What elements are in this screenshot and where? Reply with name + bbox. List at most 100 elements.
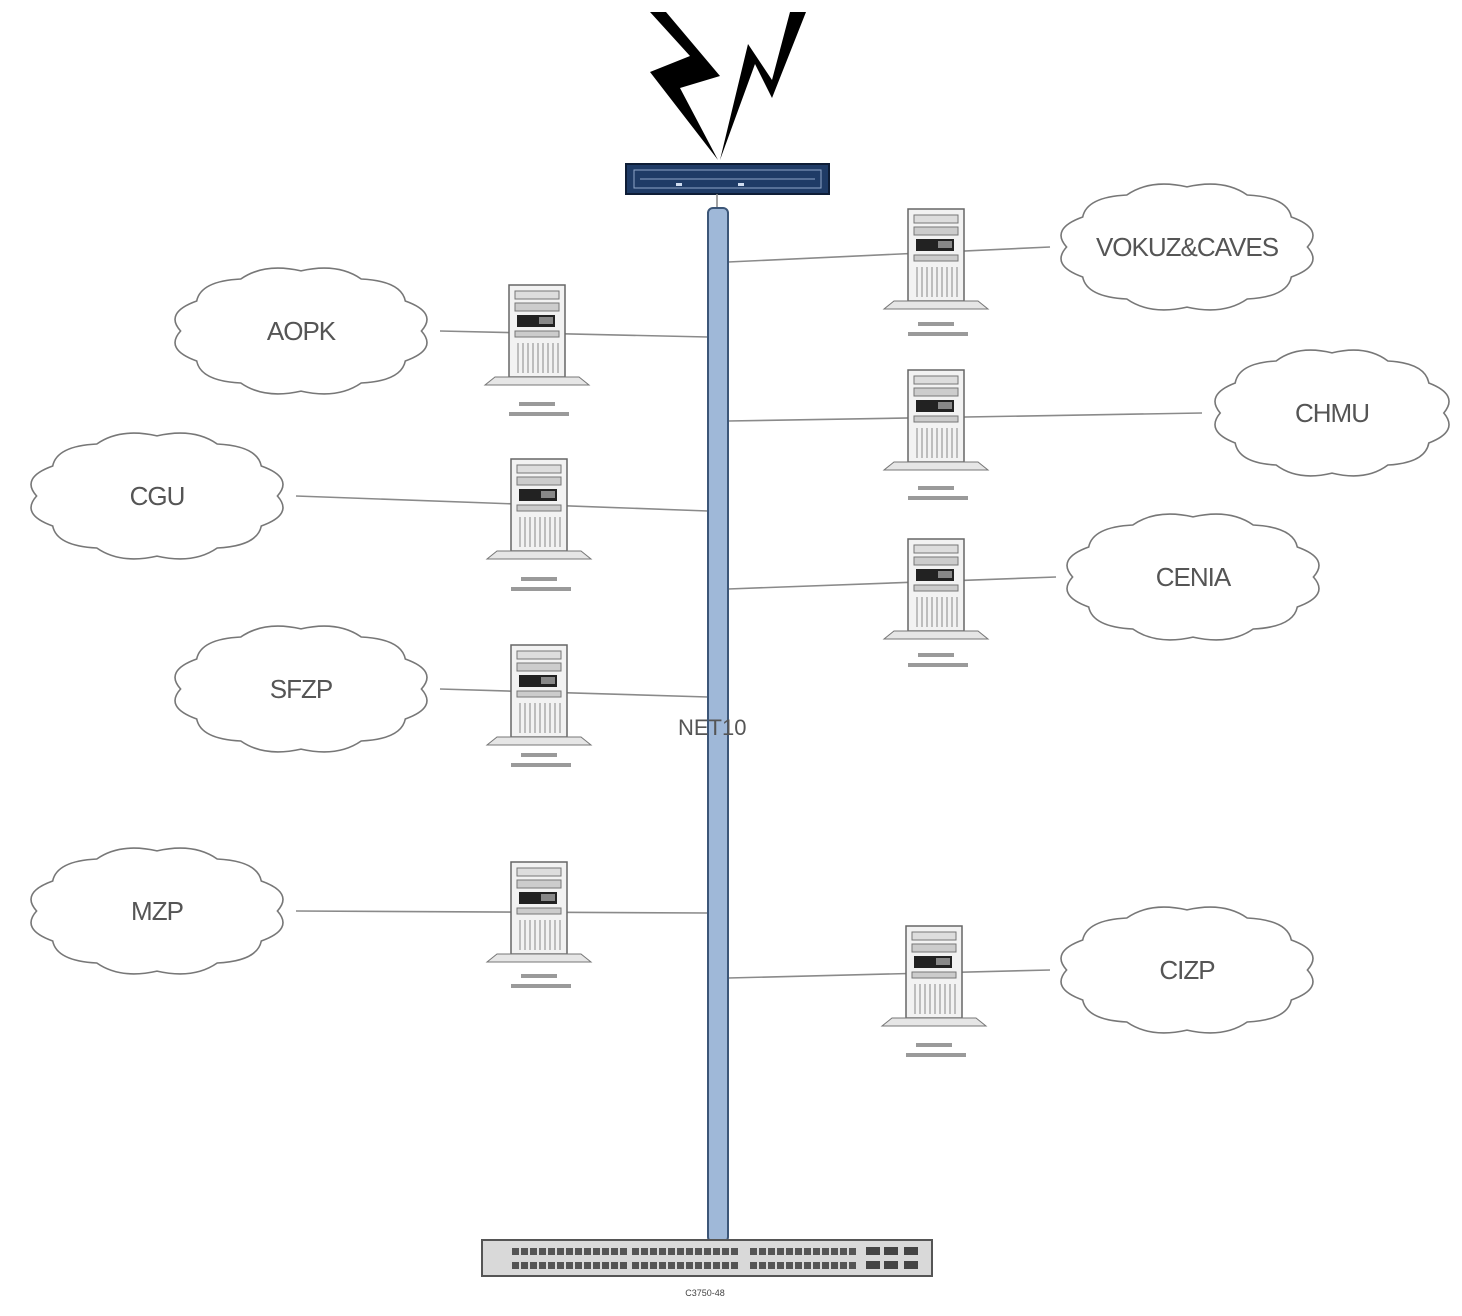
- switch-label: C3750-48: [685, 1288, 725, 1298]
- switch-port: [539, 1248, 546, 1255]
- switch-port: [677, 1248, 684, 1255]
- cloud-mzp: MZP: [30, 847, 284, 975]
- cloud-label: VOKUZ&CAVES: [1096, 232, 1279, 262]
- switch-port: [677, 1262, 684, 1269]
- switch-port: [659, 1262, 666, 1269]
- switch-port: [686, 1262, 693, 1269]
- cloud-chmu: CHMU: [1214, 349, 1450, 477]
- cloud-label: CENIA: [1156, 562, 1232, 592]
- switch-port: [539, 1262, 546, 1269]
- server-icon: [486, 458, 592, 560]
- switch-port: [593, 1248, 600, 1255]
- cloud-label: AOPK: [267, 316, 337, 346]
- switch-port: [759, 1262, 766, 1269]
- lightning-icon: [720, 12, 806, 160]
- cloud-vokuz: VOKUZ&CAVES: [1060, 183, 1314, 311]
- cloud-cgu: CGU: [30, 432, 284, 560]
- switch-port: [575, 1262, 582, 1269]
- switch-port: [777, 1248, 784, 1255]
- switch-port: [831, 1262, 838, 1269]
- server-label: [511, 577, 571, 591]
- switch-port: [620, 1262, 627, 1269]
- switch-port: [804, 1248, 811, 1255]
- switch-port: [602, 1248, 609, 1255]
- switch-port: [557, 1248, 564, 1255]
- switch-port: [759, 1248, 766, 1255]
- cloud-shape: [30, 432, 284, 560]
- switch-port: [521, 1248, 528, 1255]
- switch-port: [786, 1248, 793, 1255]
- switch-port: [822, 1262, 829, 1269]
- cloud-shape: [1214, 349, 1450, 477]
- switch-port: [777, 1262, 784, 1269]
- cloud-aopk: AOPK: [174, 267, 428, 395]
- server-icon: [486, 644, 592, 746]
- bus-label: NET10: [678, 715, 746, 740]
- switch-port: [512, 1262, 519, 1269]
- switch-port: [593, 1262, 600, 1269]
- switch-port: [849, 1262, 856, 1269]
- cloud-label: MZP: [131, 896, 183, 926]
- server-label: [908, 322, 968, 336]
- cloud-shape: [174, 267, 428, 395]
- switch-port: [768, 1248, 775, 1255]
- server-icon: [881, 925, 987, 1027]
- switch-port: [512, 1248, 519, 1255]
- router-icon: [625, 163, 830, 195]
- cloud-sfzp: SFZP: [174, 625, 428, 753]
- switch-port: [722, 1248, 729, 1255]
- cloud-shape: [30, 847, 284, 975]
- server-label: [908, 486, 968, 500]
- switch-port: [750, 1248, 757, 1255]
- server-label: [906, 1043, 966, 1057]
- switch-port: [557, 1262, 564, 1269]
- switch-port: [620, 1248, 627, 1255]
- switch-port: [813, 1248, 820, 1255]
- switch-port: [530, 1262, 537, 1269]
- switch-port: [804, 1262, 811, 1269]
- switch-port: [641, 1248, 648, 1255]
- switch-port: [722, 1262, 729, 1269]
- server-label: [908, 653, 968, 667]
- switch-port: [611, 1262, 618, 1269]
- switch-port: [668, 1262, 675, 1269]
- server-icon: [883, 208, 989, 310]
- cloud-label: CHMU: [1295, 398, 1369, 428]
- switch-port: [822, 1248, 829, 1255]
- switch-port: [750, 1262, 757, 1269]
- switch-port: [795, 1262, 802, 1269]
- switch-port: [659, 1248, 666, 1255]
- switch-port: [611, 1248, 618, 1255]
- switch-port: [521, 1262, 528, 1269]
- lightning-icon: [650, 12, 720, 160]
- switch-port: [632, 1248, 639, 1255]
- server-icon: [484, 284, 590, 386]
- server-label: [511, 974, 571, 988]
- server-label: [511, 753, 571, 767]
- switch-port: [686, 1248, 693, 1255]
- cloud-shape: [174, 625, 428, 753]
- switch-port: [849, 1248, 856, 1255]
- switch-port: [668, 1248, 675, 1255]
- switch-port: [530, 1248, 537, 1255]
- server-icon: [883, 369, 989, 471]
- switch-port: [695, 1262, 702, 1269]
- cloud-shape: [1066, 513, 1320, 641]
- switch-port: [768, 1262, 775, 1269]
- links: [295, 246, 1203, 979]
- switch-port: [548, 1248, 555, 1255]
- switch-port: [731, 1248, 738, 1255]
- switch-port: [840, 1248, 847, 1255]
- cloud-shape: [1060, 906, 1314, 1034]
- switch-port: [704, 1262, 711, 1269]
- switch-port: [602, 1262, 609, 1269]
- cloud-cenia: CENIA: [1066, 513, 1320, 641]
- switch-port: [813, 1262, 820, 1269]
- switch-port: [795, 1248, 802, 1255]
- switch-port: [713, 1248, 720, 1255]
- switch-icon: [481, 1239, 933, 1277]
- switch-port: [584, 1248, 591, 1255]
- cloud-label: CIZP: [1159, 955, 1214, 985]
- switch-port: [831, 1248, 838, 1255]
